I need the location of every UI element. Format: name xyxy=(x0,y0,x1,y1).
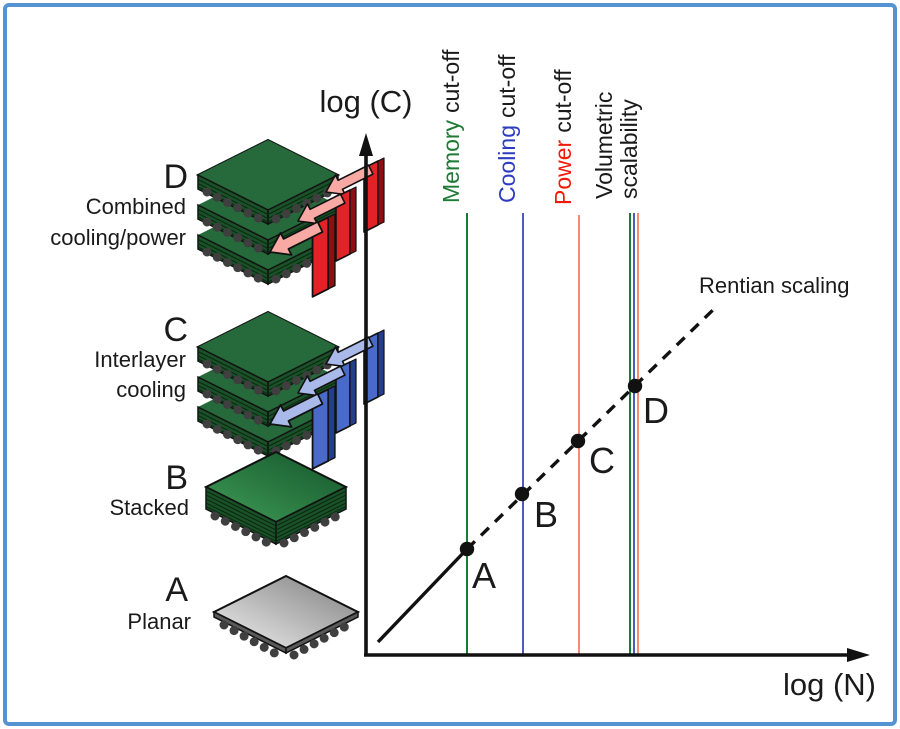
axes: log (C) log (N) xyxy=(319,84,876,702)
trend-solid-segment xyxy=(376,547,469,644)
stack-c-letter: C xyxy=(163,311,188,349)
stack-captions: D Combined cooling/power C Interlayer co… xyxy=(50,158,191,634)
svg-text:scalability: scalability xyxy=(616,99,642,199)
stack-b-letter: B xyxy=(165,459,188,497)
cooling-cutoff-label: Coolingcut-off xyxy=(494,54,520,203)
stack-a-caption-1: Planar xyxy=(127,609,191,634)
y-axis-label: log (C) xyxy=(319,84,412,119)
rentian-scaling-line: Rentian scaling xyxy=(376,273,849,644)
scaling-points: A B C D xyxy=(459,378,669,596)
x-axis-label: log (N) xyxy=(783,667,876,702)
volumetric-scalability-label: Volumetric scalability xyxy=(591,92,642,199)
x-axis-arrowhead xyxy=(847,648,870,662)
stack-c-caption-2: cooling xyxy=(116,377,186,402)
point-b-label: B xyxy=(534,494,558,535)
svg-text:Volumetric: Volumetric xyxy=(591,92,617,199)
chip-stack-c-illustration xyxy=(198,312,385,470)
stack-a-letter: A xyxy=(165,571,188,609)
chip-stack-b-illustration xyxy=(203,450,349,548)
point-a-label: A xyxy=(472,555,496,596)
chip-planar-a-illustration xyxy=(211,574,361,660)
stack-d-letter: D xyxy=(163,158,188,196)
stack-d-caption-1: Combined xyxy=(86,194,186,219)
volumetric-scalability-lines xyxy=(629,213,639,655)
trend-dashed-segment xyxy=(465,305,718,551)
point-a xyxy=(459,541,475,557)
point-d-label: D xyxy=(643,390,669,431)
memory-cutoff-label: Memorycut-off xyxy=(438,49,464,203)
chip-stack-d-illustration xyxy=(198,140,385,298)
power-cutoff-label: Powercut-off xyxy=(550,69,576,205)
point-b xyxy=(514,486,530,502)
stack-c-caption-1: Interlayer xyxy=(94,347,186,372)
rentian-scaling-label: Rentian scaling xyxy=(699,273,849,298)
stack-d-caption-2: cooling/power xyxy=(50,225,186,250)
point-d xyxy=(627,378,643,394)
cutoff-labels: Memorycut-off Coolingcut-off Powercut-of… xyxy=(438,49,642,205)
point-c xyxy=(570,433,586,449)
point-c-label: C xyxy=(589,440,615,481)
stack-b-caption-1: Stacked xyxy=(110,495,190,520)
y-axis-arrowhead xyxy=(359,133,373,156)
